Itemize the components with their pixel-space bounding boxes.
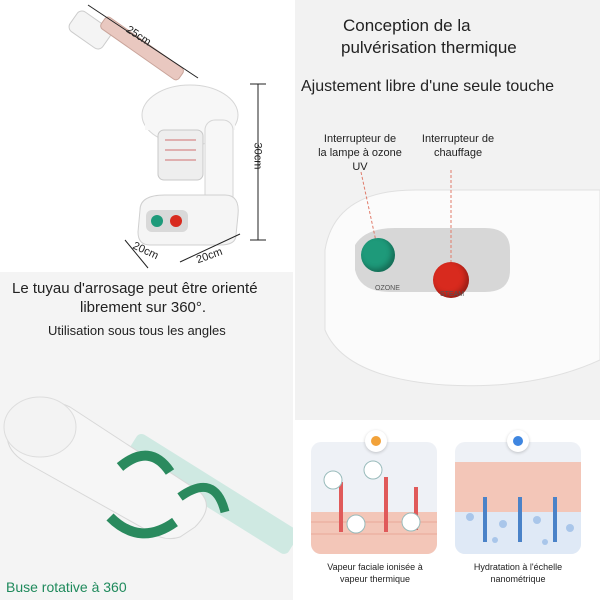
thermal-steam-panel xyxy=(311,442,437,554)
heading-line2: librement sur 360°. xyxy=(80,299,207,316)
water-drop-icon xyxy=(507,430,529,452)
steamer-dimension-illustration xyxy=(68,4,266,269)
switch-design-section: Conception de la pulvérisation thermique… xyxy=(295,0,600,420)
panel2-caption-line2: nanométrique xyxy=(490,574,546,584)
thermal-steam-diagram xyxy=(311,460,437,554)
dimension-height-label: 30cm xyxy=(251,142,264,170)
title-line2: pulvérisation thermique xyxy=(341,38,517,57)
subheading: Utilisation sous tous les angles xyxy=(48,323,226,338)
panel-steam-label: STEAM xyxy=(440,291,465,298)
ozone-toggle-switch xyxy=(361,238,395,272)
subtitle: Ajustement libre d'une seule touche xyxy=(301,78,554,95)
heat-switch-label-line2: chauffage xyxy=(433,147,483,159)
control-panel-illustration xyxy=(324,170,600,387)
product-dimensions-section: 25cm 30cm 20cm 20cm xyxy=(0,0,293,272)
hydration-diagram xyxy=(455,462,581,554)
heat-switch-label-line1: Interrupteur de xyxy=(421,133,495,145)
ozone-switch-label-line3: UV xyxy=(352,161,368,173)
sun-icon xyxy=(365,430,387,452)
ozone-switch-label-line1: Interrupteur de xyxy=(323,133,397,145)
heading-line1: Le tuyau d'arrosage peut être orienté xyxy=(12,280,258,297)
title-line1: Conception de la xyxy=(343,16,471,35)
nozzle-illustration xyxy=(3,396,293,554)
feature-panels-section: Vapeur faciale ionisée à vapeur thermiqu… xyxy=(295,420,600,600)
ozone-switch-label-line2: la lampe à ozone xyxy=(318,147,402,159)
panel-ozone-label: OZONE xyxy=(375,285,400,292)
rotating-nozzle-section: Le tuyau d'arrosage peut être orienté li… xyxy=(0,272,293,600)
nozzle-caption: Buse rotative à 360 xyxy=(6,579,127,595)
steam-toggle-switch xyxy=(433,262,469,298)
panel1-caption-line1: Vapeur faciale ionisée à xyxy=(327,562,423,572)
panel2-caption-line1: Hydratation à l'échelle xyxy=(473,562,563,572)
hydration-panel xyxy=(455,442,581,554)
panel1-caption-line2: vapeur thermique xyxy=(339,574,411,584)
